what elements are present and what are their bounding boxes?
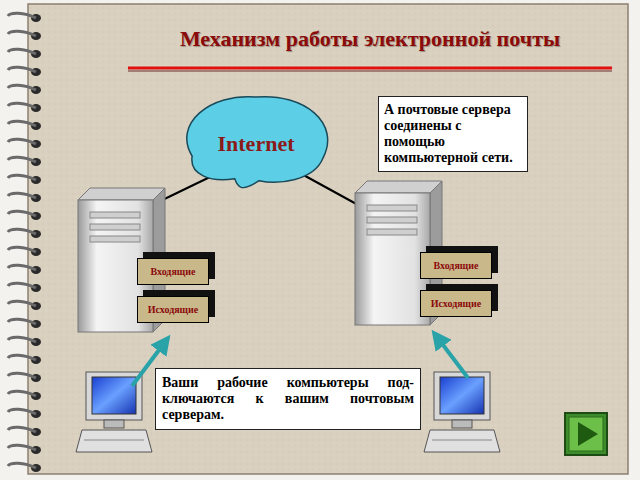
node-text: А почтовые сервера соединены с помощью к… bbox=[384, 102, 522, 166]
binding-ring bbox=[8, 121, 36, 126]
binding-ring bbox=[8, 67, 36, 72]
node-text: Ваши рабочие компьютеры под- ключаются к… bbox=[162, 375, 414, 423]
note-box: Ваши рабочие компьютеры под- ключаются к… bbox=[155, 368, 421, 430]
binding-ring bbox=[8, 463, 36, 468]
node-text: Входящие bbox=[151, 266, 196, 277]
title-rule bbox=[128, 71, 612, 72]
binding-ring bbox=[8, 409, 36, 414]
node-text: Исходящие bbox=[431, 298, 482, 309]
binding-ring bbox=[8, 193, 36, 198]
mailbox-tray: Исходящие bbox=[420, 290, 492, 317]
next-button bbox=[565, 413, 607, 455]
network-line bbox=[298, 172, 360, 206]
connection-arrow bbox=[434, 333, 468, 378]
node-text: Входящие bbox=[434, 260, 479, 271]
computer-monitor bbox=[76, 372, 152, 452]
binding-ring bbox=[8, 13, 36, 18]
binding-ring bbox=[8, 175, 36, 180]
note-box: А почтовые сервера соединены с помощью к… bbox=[378, 96, 528, 172]
internet-cloud: Internet bbox=[180, 93, 332, 195]
binding-ring bbox=[8, 211, 36, 216]
binding-ring bbox=[8, 373, 36, 378]
binding-ring bbox=[8, 301, 36, 306]
node-text: Internet bbox=[218, 131, 295, 157]
binding-ring bbox=[8, 319, 36, 324]
binding-ring bbox=[8, 427, 36, 432]
binding-ring bbox=[8, 31, 36, 36]
binding-ring bbox=[8, 49, 36, 54]
binding-ring bbox=[8, 229, 36, 234]
slide-title: Механизм работы электронной почты bbox=[120, 26, 620, 52]
title-rule bbox=[128, 67, 612, 70]
binding-ring bbox=[8, 265, 36, 270]
binding-ring bbox=[8, 391, 36, 396]
binding-ring bbox=[8, 157, 36, 162]
node-text: Исходящие bbox=[148, 304, 199, 315]
mailbox-tray: Исходящие bbox=[137, 296, 209, 323]
binding-ring bbox=[8, 103, 36, 108]
binding-ring bbox=[8, 355, 36, 360]
spiral-binding bbox=[8, 13, 41, 472]
binding-ring bbox=[8, 283, 36, 288]
computer-monitor bbox=[424, 372, 500, 452]
binding-ring bbox=[8, 247, 36, 252]
binding-ring bbox=[8, 85, 36, 90]
mailbox-tray: Входящие bbox=[420, 252, 492, 279]
binding-ring bbox=[8, 337, 36, 342]
cloud-shape bbox=[187, 97, 328, 188]
mailbox-tray: Входящие bbox=[137, 258, 209, 285]
binding-ring bbox=[8, 139, 36, 144]
binding-ring bbox=[8, 445, 36, 450]
